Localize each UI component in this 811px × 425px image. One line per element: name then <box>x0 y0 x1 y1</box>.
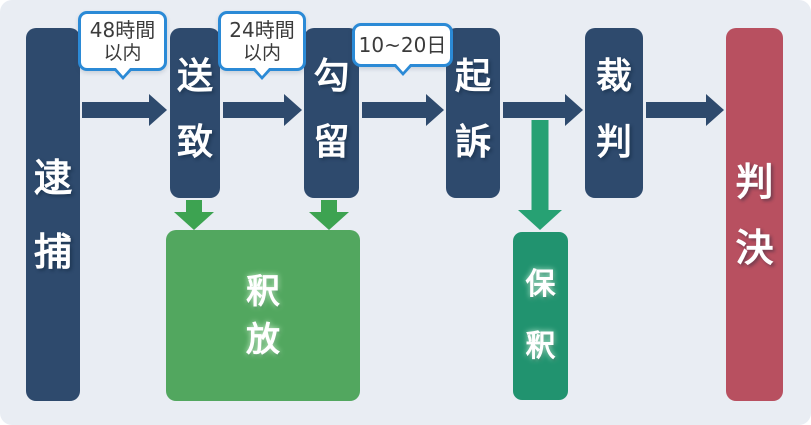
arrow-stem <box>321 200 337 213</box>
stage-detention: 勾留 <box>304 28 359 198</box>
arrow-head <box>518 210 562 230</box>
arrow-stem <box>362 102 428 118</box>
stage-indictment-label: 起訴 <box>454 56 491 163</box>
arrow-stem <box>82 102 151 118</box>
stage-verdict-label: 判決 <box>735 159 774 270</box>
bubble-10-20-days-text: 10~20日 <box>358 33 447 57</box>
bubble-24-hours-text: 24時間 <box>229 18 295 42</box>
branch-bail-label: 保釈 <box>525 267 556 364</box>
arrow-head <box>426 94 444 126</box>
arrow-head <box>284 94 302 126</box>
bubble-10-20-days: 10~20日 <box>352 23 453 76</box>
stage-arrest-label: 逮捕 <box>33 155 72 274</box>
bubble-48-hours-text: 48時間 <box>89 18 156 42</box>
bubble-24-hours-text2: 以内 <box>242 42 281 64</box>
arrow-trial-to-verdict-icon <box>646 94 724 126</box>
stage-verdict: 判決 <box>726 28 783 401</box>
bubble-tail-icon <box>251 67 273 80</box>
arrow-indictment-to-bail-icon <box>518 120 562 230</box>
arrow-detention-to-indictment-icon <box>362 94 444 126</box>
stage-trial: 裁判 <box>585 28 643 198</box>
stage-referral: 送致 <box>170 28 220 198</box>
arrow-stem <box>503 102 567 118</box>
arrow-head <box>149 94 167 126</box>
arrow-indictment-to-trial-icon <box>503 94 583 126</box>
arrow-head <box>565 94 583 126</box>
arrow-head <box>174 212 214 230</box>
arrow-stem <box>223 102 286 118</box>
arrow-stem <box>646 102 708 118</box>
bubble-24-hours: 24時間 以内 <box>218 11 306 80</box>
arrow-stem <box>531 120 549 210</box>
arrow-head <box>309 212 349 230</box>
arrow-stem <box>186 200 202 213</box>
stage-indictment: 起訴 <box>446 28 500 198</box>
arrow-detention-to-release-icon <box>309 200 349 230</box>
bubble-48-hours-text2: 以内 <box>103 42 142 64</box>
bubble-tail-icon <box>391 63 414 76</box>
arrow-referral-to-release-icon <box>174 200 214 230</box>
stage-detention-label: 勾留 <box>313 56 350 163</box>
arrow-head <box>706 94 724 126</box>
branch-release-label: 釈放 <box>246 271 280 360</box>
branch-release-box: 釈放 <box>166 230 360 401</box>
branch-bail-box: 保釈 <box>513 232 568 400</box>
arrow-arrest-to-referral-icon <box>82 94 167 126</box>
stage-trial-label: 裁判 <box>595 56 632 163</box>
arrow-referral-to-detention-icon <box>223 94 302 126</box>
bubble-48-hours: 48時間 以内 <box>78 11 167 80</box>
stage-referral-label: 送致 <box>176 56 213 163</box>
bubble-tail-icon <box>111 67 134 80</box>
stage-arrest: 逮捕 <box>26 28 80 401</box>
